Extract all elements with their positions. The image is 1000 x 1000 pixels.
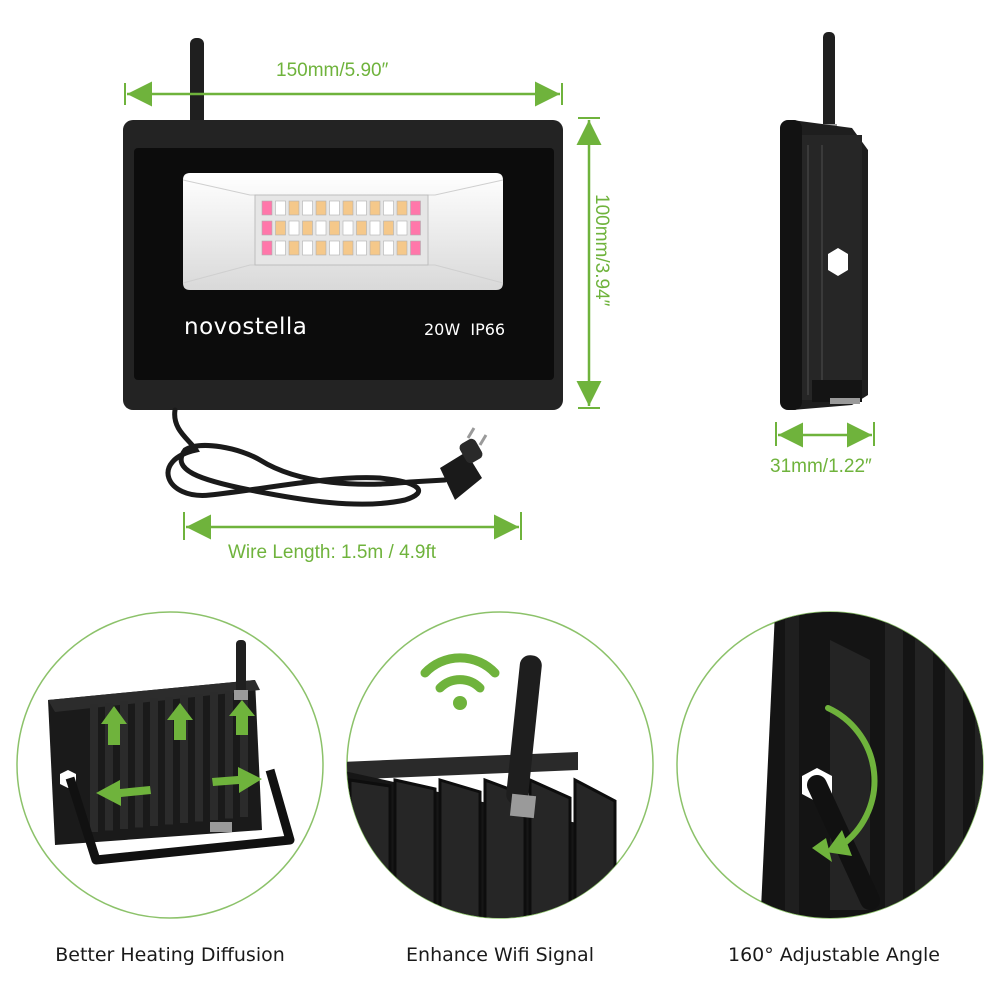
- rotate-arrow-icon: [812, 705, 878, 862]
- led-chip: [342, 240, 354, 256]
- led-chip: [356, 240, 367, 256]
- fin: [120, 701, 128, 829]
- brand-logo: novostella: [184, 314, 308, 340]
- caption-angle: 160° Adjustable Angle: [728, 944, 940, 966]
- led-chip: [342, 220, 354, 236]
- fin: [975, 638, 983, 918]
- led-chip: [369, 200, 381, 216]
- led-chip: [329, 240, 340, 256]
- height-dimension-line: [576, 117, 602, 409]
- width-dimension-line: [124, 81, 563, 107]
- feature-circle-wifi: [346, 611, 654, 919]
- led-chip: [410, 200, 421, 216]
- led-chip: [288, 200, 300, 216]
- fin: [90, 704, 98, 832]
- feature-circle-heat: [16, 611, 324, 919]
- led-chip: [288, 220, 300, 236]
- led-chip: [356, 220, 367, 236]
- hex-bolt-icon: [828, 248, 848, 276]
- power-rating-label: 20W IP66: [424, 320, 506, 339]
- led-chip: [315, 240, 327, 256]
- heat-arrows-icon: [96, 700, 262, 806]
- caption-wifi: Enhance Wifi Signal: [406, 944, 594, 966]
- depth-dimension-line: [775, 422, 875, 448]
- wifi-icon: [420, 653, 500, 710]
- led-chip: [302, 240, 313, 256]
- led-array: [261, 200, 421, 256]
- led-chip: [383, 200, 394, 216]
- heat-sink-fins: [90, 689, 248, 832]
- caption-heating: Better Heating Diffusion: [55, 944, 285, 966]
- led-chip: [275, 220, 286, 236]
- led-chip: [261, 220, 273, 236]
- led-chip: [356, 200, 367, 216]
- led-chip: [369, 220, 381, 236]
- led-chip: [261, 240, 273, 256]
- fin: [915, 626, 933, 918]
- fin: [348, 778, 392, 918]
- led-chip: [342, 200, 354, 216]
- front-antenna: [190, 38, 204, 126]
- fin: [210, 692, 218, 820]
- depth-dimension-label: 31mm/1.22″: [770, 456, 872, 477]
- fin: [180, 695, 188, 823]
- led-chip: [410, 220, 421, 236]
- fin: [225, 690, 233, 819]
- led-chip: [396, 200, 408, 216]
- fin: [195, 693, 203, 822]
- fin: [240, 689, 248, 817]
- fin: [945, 632, 963, 918]
- led-chip: [288, 240, 300, 256]
- fin: [165, 696, 173, 825]
- led-chip: [329, 200, 340, 216]
- led-chip: [302, 200, 313, 216]
- power-cable: [165, 407, 488, 507]
- led-chip: [396, 240, 408, 256]
- fin: [573, 777, 617, 918]
- led-chip: [329, 220, 340, 236]
- height-dimension-label: 100mm/3.94″: [591, 194, 612, 307]
- led-chip: [410, 240, 421, 256]
- feature-circle-angle: [676, 611, 984, 919]
- led-chip: [369, 240, 381, 256]
- floodlight-front: [123, 120, 563, 410]
- fin: [393, 778, 437, 918]
- fin: [885, 620, 903, 918]
- led-chip: [383, 240, 394, 256]
- led-chip: [302, 220, 313, 236]
- led-chip: [275, 200, 286, 216]
- led-chip: [315, 200, 327, 216]
- led-chip: [275, 240, 286, 256]
- wire-dimension-line: [183, 512, 522, 540]
- wire-length-label: Wire Length: 1.5m / 4.9ft: [228, 542, 437, 563]
- floodlight-side: [780, 32, 868, 410]
- led-chip: [396, 220, 408, 236]
- fin: [438, 777, 482, 918]
- width-dimension-label: 150mm/5.90″: [276, 60, 389, 81]
- fin: [528, 777, 572, 918]
- fin: [150, 698, 158, 826]
- fin: [135, 699, 143, 828]
- led-chip: [383, 220, 394, 236]
- led-chip: [261, 200, 273, 216]
- led-chip: [315, 220, 327, 236]
- fin: [105, 702, 113, 831]
- heat-sink-fins: [885, 620, 983, 918]
